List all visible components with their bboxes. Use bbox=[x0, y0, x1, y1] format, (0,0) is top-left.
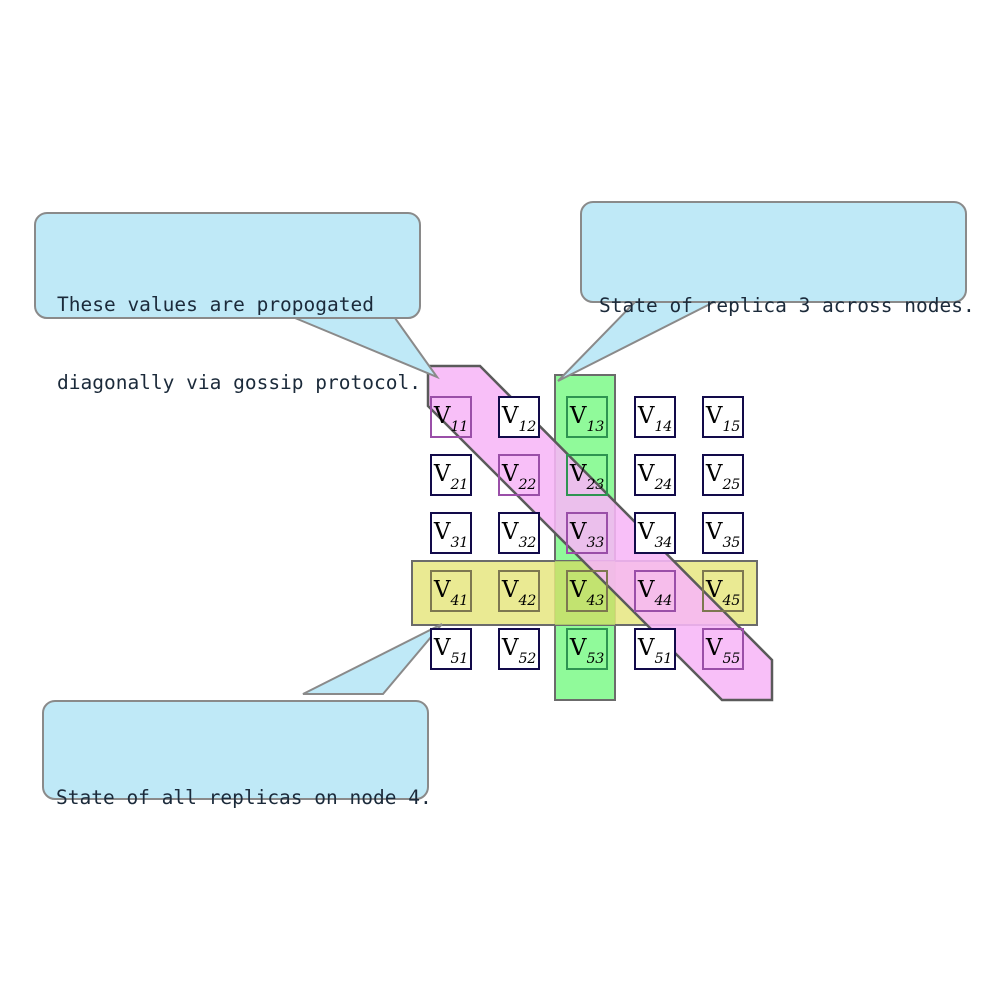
callout-replica-line-1: State of replica 3 across nodes. bbox=[599, 294, 975, 317]
grid-cell-V23[interactable]: V23 bbox=[566, 454, 608, 496]
callout-replica[interactable] bbox=[557, 201, 967, 382]
callout-node-label: State of all replicas on node 4. bbox=[56, 733, 432, 863]
grid-cell-label: V22 bbox=[501, 460, 537, 494]
grid-cell-label: V42 bbox=[501, 576, 537, 610]
grid-cell-label: V11 bbox=[433, 402, 469, 436]
callout-gossip-line-2: diagonally via gossip protocol. bbox=[57, 371, 421, 394]
grid-cell-V25[interactable]: V25 bbox=[702, 454, 744, 496]
grid-cell-V11[interactable]: V11 bbox=[430, 396, 472, 438]
grid-cell-label: V44 bbox=[637, 576, 673, 610]
grid-cell-label: V53 bbox=[569, 634, 605, 668]
grid-cell-label: V23 bbox=[569, 460, 605, 494]
callout-node[interactable] bbox=[42, 623, 443, 800]
callout-gossip[interactable] bbox=[34, 212, 440, 380]
magenta-diagonal-band[interactable] bbox=[426, 364, 774, 702]
grid-cell-V12[interactable]: V12 bbox=[498, 396, 540, 438]
grid-cell-V52[interactable]: V52 bbox=[498, 628, 540, 670]
grid-cell-label: V51 bbox=[433, 634, 469, 668]
grid-cell-label: V24 bbox=[637, 460, 673, 494]
grid-cell-label: V12 bbox=[501, 402, 537, 436]
grid-cell-V31[interactable]: V31 bbox=[430, 512, 472, 554]
grid-cell-V43[interactable]: V43 bbox=[566, 570, 608, 612]
grid-cell-V32[interactable]: V32 bbox=[498, 512, 540, 554]
grid-cell-V34[interactable]: V34 bbox=[634, 512, 676, 554]
callout-node-tail bbox=[302, 623, 443, 695]
callout-replica-bubble bbox=[580, 201, 967, 303]
grid-cell-V41[interactable]: V41 bbox=[430, 570, 472, 612]
grid-cell-label: V35 bbox=[705, 518, 741, 552]
grid-cell-V53[interactable]: V53 bbox=[566, 628, 608, 670]
grid-cell-label: V41 bbox=[433, 576, 469, 610]
grid-cell-label: V51 bbox=[637, 634, 673, 668]
callout-node-line-1: State of all replicas on node 4. bbox=[56, 786, 432, 809]
callout-gossip-bubble bbox=[34, 212, 421, 319]
grid-cell-label: V25 bbox=[705, 460, 741, 494]
grid-cell-label: V34 bbox=[637, 518, 673, 552]
callout-replica-label: State of replica 3 across nodes. bbox=[599, 241, 975, 371]
grid-cell-V51[interactable]: V51 bbox=[634, 628, 676, 670]
grid-cell-V44[interactable]: V44 bbox=[634, 570, 676, 612]
grid-cell-V21[interactable]: V21 bbox=[430, 454, 472, 496]
grid-cell-V14[interactable]: V14 bbox=[634, 396, 676, 438]
grid-cell-label: V32 bbox=[501, 518, 537, 552]
grid-cell-label: V13 bbox=[569, 402, 605, 436]
grid-cell-label: V14 bbox=[637, 402, 673, 436]
grid-cell-V33[interactable]: V33 bbox=[566, 512, 608, 554]
grid-cell-V55[interactable]: V55 bbox=[702, 628, 744, 670]
grid-cell-label: V55 bbox=[705, 634, 741, 668]
grid-cell-label: V45 bbox=[705, 576, 741, 610]
grid-cell-V22[interactable]: V22 bbox=[498, 454, 540, 496]
grid-cell-V51[interactable]: V51 bbox=[430, 628, 472, 670]
grid-cell-V42[interactable]: V42 bbox=[498, 570, 540, 612]
callout-node-bubble bbox=[42, 700, 429, 800]
callout-gossip-label: These values are propogated diagonally v… bbox=[57, 240, 421, 448]
grid-cell-V15[interactable]: V15 bbox=[702, 396, 744, 438]
grid-cell-V24[interactable]: V24 bbox=[634, 454, 676, 496]
grid-cell-label: V33 bbox=[569, 518, 605, 552]
grid-cell-V13[interactable]: V13 bbox=[566, 396, 608, 438]
grid-cell-label: V15 bbox=[705, 402, 741, 436]
grid-cell-label: V43 bbox=[569, 576, 605, 610]
grid-cell-label: V52 bbox=[501, 634, 537, 668]
grid-cell-label: V31 bbox=[433, 518, 469, 552]
callout-gossip-line-1: These values are propogated bbox=[57, 293, 374, 316]
grid-cell-V45[interactable]: V45 bbox=[702, 570, 744, 612]
grid-cell-V35[interactable]: V35 bbox=[702, 512, 744, 554]
grid-cell-label: V21 bbox=[433, 460, 469, 494]
